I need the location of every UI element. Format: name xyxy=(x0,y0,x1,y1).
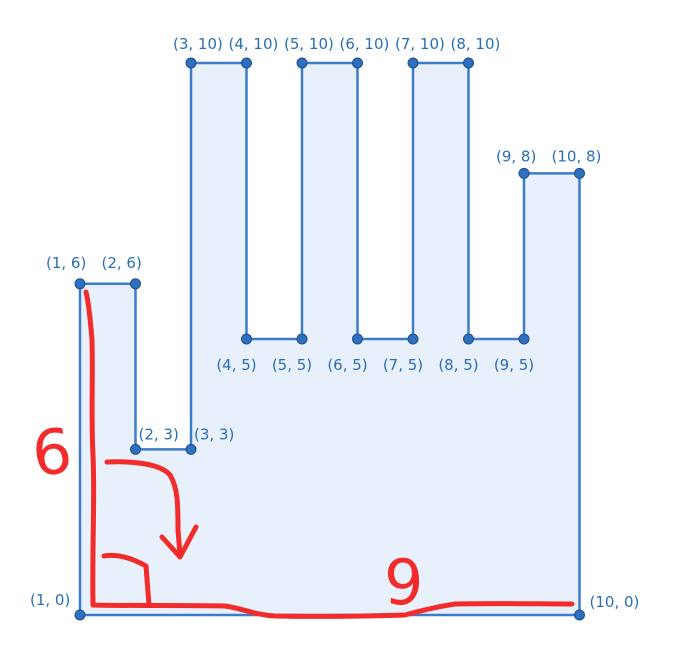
vertex-dot xyxy=(463,57,474,69)
vertex-dot xyxy=(74,609,86,621)
height-stroke xyxy=(83,289,97,608)
vertex-label: (3, 3) xyxy=(194,425,234,443)
vertex-dot xyxy=(185,57,197,69)
vertex-dot xyxy=(130,443,141,455)
vertex-label: (2, 3) xyxy=(139,425,179,443)
vertex-label: (7, 10) xyxy=(395,35,445,53)
vertex-label: (5, 10) xyxy=(284,35,334,53)
vertex-dot xyxy=(574,167,585,179)
vertex-label: (8, 10) xyxy=(451,35,501,53)
vertex-dot xyxy=(407,57,419,69)
vertex-label: (10, 8) xyxy=(552,147,602,165)
vertex-dot xyxy=(241,57,252,69)
vertex-dot xyxy=(352,57,363,69)
vertex-dot xyxy=(352,333,363,345)
vertex-dot xyxy=(463,333,474,345)
vertex-dot xyxy=(407,333,419,345)
vertex-dot xyxy=(130,278,141,290)
vertex-markers xyxy=(74,57,585,621)
vertex-label: (9, 5) xyxy=(494,356,534,374)
vertex-label: (4, 10) xyxy=(229,35,279,53)
vertex-label: (1, 0) xyxy=(30,591,70,609)
vertex-label: (5, 5) xyxy=(272,356,312,374)
vertex-label: (4, 5) xyxy=(216,356,256,374)
vertex-dot xyxy=(518,167,530,179)
vertex-dot xyxy=(74,278,86,290)
vertex-label: (10, 0) xyxy=(590,593,640,611)
vertex-label: (7, 5) xyxy=(383,356,423,374)
handwritten-annotations: 6 9 xyxy=(29,289,575,619)
polygon-shape xyxy=(78,61,581,617)
vertex-dot xyxy=(574,609,585,621)
width-stroke xyxy=(90,601,575,619)
right-angle-marker xyxy=(101,552,152,608)
vertex-dot xyxy=(241,333,252,345)
vertex-labels: (1, 0) (1, 6) (2, 6) (2, 3) (3, 3) (3, 10) (4,… xyxy=(30,35,639,611)
vertex-label: (2, 6) xyxy=(102,254,142,272)
width-mark: 9 xyxy=(384,546,423,619)
vertex-dot xyxy=(296,57,308,69)
vertex-label: (1, 6) xyxy=(46,254,86,272)
vertex-dot xyxy=(518,333,530,345)
vertex-label: (8, 5) xyxy=(438,356,478,374)
curved-arrow xyxy=(104,459,199,560)
vertex-label: (9, 8) xyxy=(496,147,536,165)
vertex-dot xyxy=(296,333,308,345)
vertex-label: (6, 10) xyxy=(340,35,390,53)
vertex-label: (6, 5) xyxy=(327,356,367,374)
vertex-dot xyxy=(185,443,197,455)
height-mark: 6 xyxy=(29,414,76,491)
vertex-label: (3, 10) xyxy=(173,35,223,53)
